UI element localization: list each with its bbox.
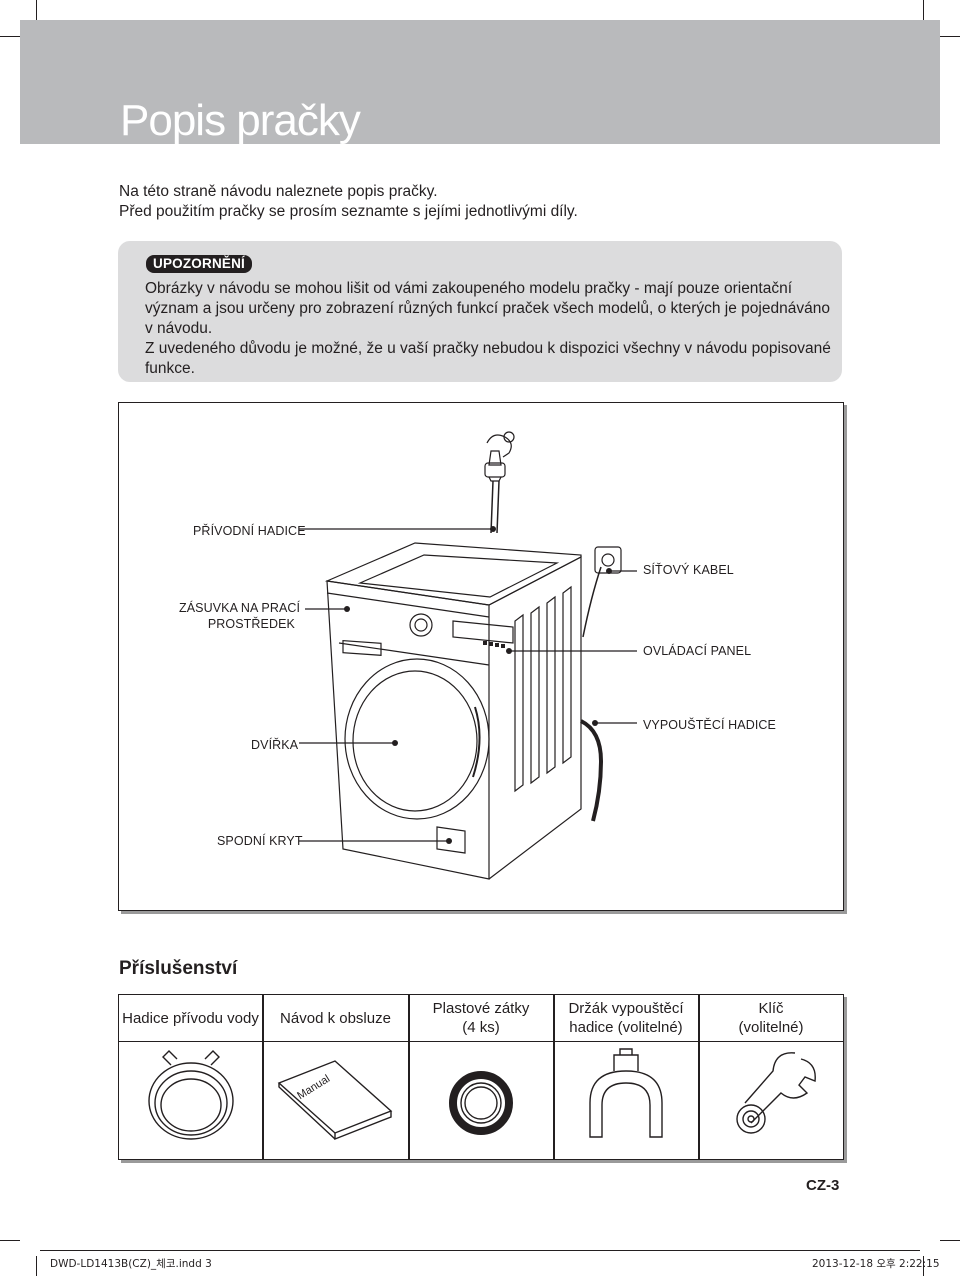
label-door: DVÍŘKA [251,738,299,752]
accessory-name: Držák vypouštěcí hadice (volitelné) [554,995,698,1041]
caution-paragraph: Obrázky v návodu se mohou lišit od vámi … [145,280,830,337]
washer-top [324,542,582,606]
label-power-cord: SÍŤOVÝ KABEL [643,563,734,577]
footer-rule [40,1250,920,1251]
faucet-icon [484,431,515,482]
washer-diagram: PŘÍVODNÍ HADICE SÍŤOVÝ KABEL ZÁSUVKA NA … [118,402,844,911]
water-hose-icon [148,1050,234,1140]
intro-text: Na této straně návodu naleznete popis pr… [119,182,578,222]
label-detergent-drawer-line: PROSTŘEDEK [207,617,295,631]
page-number: CZ-3 [806,1177,840,1194]
column-divider [698,995,700,1159]
label-detergent-drawer-line: ZÁSUVKA NA PRACÍ [179,601,301,615]
washer-illustration [299,431,637,880]
column-divider [262,995,264,1159]
hose-holder-icon [589,1048,663,1138]
door-glass [352,670,478,812]
label-detergent-drawer: ZÁSUVKA NA PRACÍ PROSTŘEDEK [179,600,301,632]
label-drain-hose: VYPOUŠTĚCÍ HADICE [643,718,776,732]
label-control-panel: OVLÁDACÍ PANEL [643,644,752,658]
detergent-drawer [342,640,382,656]
accessory-name: Klíč (volitelné) [699,995,843,1041]
caution-box: UPOZORNĚNÍ Obrázky v návodu se mohou liš… [118,241,842,382]
crop-mark [36,1256,37,1276]
accessory-name: Návod k obsluze [263,995,408,1041]
washer-side [488,556,582,880]
crop-mark [0,1240,20,1241]
display-panel [452,620,514,644]
column-divider [408,995,410,1159]
accessory-name-line: (4 ks) [462,1019,500,1036]
header-band [20,20,940,144]
footer-file: DWD-LD1413B(CZ)_체코.indd 3 [50,1258,212,1270]
bottom-cover [436,826,466,854]
drain-hose [580,719,604,822]
accessory-name-line: Klíč [758,1000,784,1017]
crop-mark [940,36,960,37]
program-knob [409,613,433,637]
accessory-name-line: Plastové zátky [432,1000,530,1017]
column-divider [553,995,555,1159]
label-inlet-hose: PŘÍVODNÍ HADICE [193,524,306,538]
manual-booklet-icon: Manual [277,1060,393,1141]
accessories-header-row [119,995,843,1042]
manual-booklet-text: Manual [295,1073,332,1102]
intro-line: Před použitím pračky se prosím seznamte … [119,203,578,220]
crop-mark [923,0,924,20]
page-title: Popis pračky [120,96,361,145]
caution-text: Obrázky v návodu se mohou lišit od vámi … [145,279,835,379]
label-bottom-cover: SPODNÍ KRYT [217,834,303,848]
accessory-name-line: Hadice přívodu vody [122,1009,259,1027]
accessory-name: Plastové zátky (4 ks) [409,995,553,1041]
door-outer [344,658,490,820]
plastic-cap-icon [449,1071,513,1135]
crop-mark [940,1240,960,1241]
inlet-hose [490,480,494,534]
caution-badge: UPOZORNĚNÍ [146,255,253,273]
power-cord [582,566,602,638]
accessory-name-line: Návod k obsluze [280,1009,391,1027]
crop-mark [923,1256,924,1276]
footer-timestamp: 2013-12-18 오후 2:22:15 [812,1258,940,1270]
accessory-name-line: (volitelné) [738,1019,804,1036]
intro-line: Na této straně návodu naleznete popis pr… [119,183,438,200]
crop-mark [0,36,20,37]
wrench-icon [736,1052,816,1134]
caution-paragraph: Z uvedeného důvodu je možné, že u vaší p… [145,340,831,377]
accessories-title: Příslušenství [119,958,238,979]
accessory-name-line: hadice (volitelné) [569,1019,683,1036]
accessory-name: Hadice přívodu vody [119,995,262,1041]
crop-mark [36,0,37,20]
accessory-name-line: Držák vypouštěcí [568,1000,684,1017]
accessories-table: Hadice přívodu vody Návod k obsluze Plas… [118,994,844,1160]
